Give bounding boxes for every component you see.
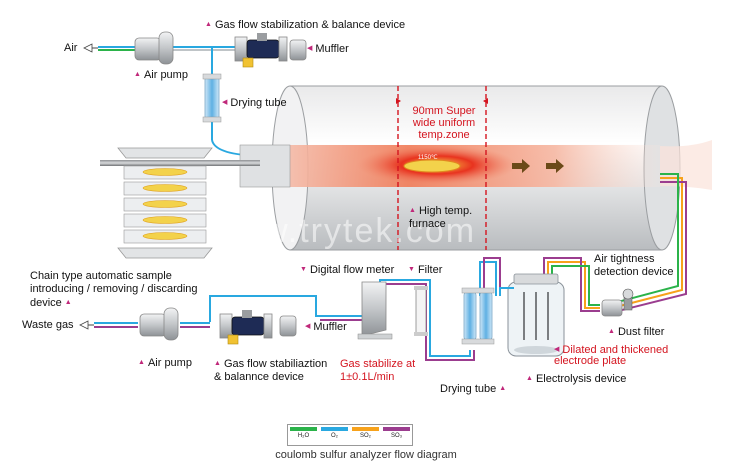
filter [414, 286, 428, 336]
legend-item-so2: SO₂ [350, 425, 381, 445]
marker-icon: ▲ [64, 299, 72, 306]
air-tightness-label: Air tightness detection device [594, 253, 674, 278]
high-temp-furnace-label: ▲High temp. furnace [409, 205, 473, 230]
diagram-caption: coulomb sulfur analyzer flow diagram [275, 449, 457, 461]
muffler-bottom [279, 315, 297, 337]
marker-icon: ◀ [305, 323, 311, 330]
muffler-top [289, 39, 307, 61]
sample-rack [117, 147, 213, 259]
marker-icon: ▲ [214, 360, 221, 367]
marker-icon: ▲ [205, 21, 212, 28]
digital-flow-meter-label: ▼Digital flow meter [300, 264, 395, 276]
marker-icon: ▲ [138, 359, 145, 366]
dilated-electrode-label: ◀Dilated and thickened electrode plate [554, 344, 669, 367]
legend-swatch [321, 427, 348, 431]
marker-icon: ◀ [554, 346, 560, 353]
combustion-tube [239, 140, 712, 190]
gas-flow-top-label: ▲Gas flow stabilization & balance device [205, 19, 406, 31]
legend-label: H₂O [297, 433, 310, 439]
legend-item-so3: SO₃ [381, 425, 412, 445]
gas-flow-arrow-icon [512, 159, 564, 173]
legend-label: O₂ [331, 433, 338, 439]
drying-tube-bottom-label: Drying tube▲ [440, 383, 507, 395]
muffler-top-label: ◀Muffler [307, 43, 349, 55]
gas-flow-bottom-label: ▲Gas flow stabiliaztion & balannce devic… [214, 358, 328, 383]
drying-tube-bottom [461, 287, 495, 345]
gas-stabilize-label: Gas stabilize at 1±0.1L/min [340, 358, 416, 383]
outlet-pipeline [543, 173, 687, 313]
marker-icon: ▲ [608, 328, 615, 335]
electrolysis-cell [507, 273, 565, 357]
marker-icon: ◀ [222, 99, 228, 106]
legend-label: SO₂ [360, 433, 371, 439]
legend-item-h2o: H₂O [288, 425, 319, 445]
digital-flow-meter [357, 281, 393, 340]
legend-item-o2: O₂ [319, 425, 350, 445]
air-pump-top [134, 31, 174, 65]
legend-swatch [383, 427, 410, 431]
legend-label: SO₃ [390, 433, 403, 439]
air-pump-bottom-label: ▲Air pump [138, 357, 192, 369]
temperature-readout: 1150℃ [418, 155, 438, 161]
air-pump-top-label: ▲Air pump [134, 69, 188, 81]
legend-swatch [352, 427, 379, 431]
marker-icon: ▲ [526, 375, 533, 382]
electrolysis-label: ▲Electrolysis device [526, 373, 627, 385]
drying-tube-top [202, 73, 222, 123]
gas-flow-device-bottom [219, 310, 273, 345]
muffler-bottom-label: ◀Muffler [305, 321, 347, 333]
dust-filter [601, 299, 623, 317]
uniform-temp-zone-label: 90mm Super wide uniform temp.zone [412, 105, 476, 141]
gas-flow-device-top [234, 33, 288, 68]
legend: H₂O O₂ SO₂ SO₃ [287, 424, 413, 446]
marker-icon: ▲ [134, 71, 141, 78]
marker-icon: ▼ [408, 266, 415, 273]
push-rod [100, 160, 260, 166]
marker-icon: ◀ [307, 45, 313, 52]
dust-filter-label: ▲Dust filter [608, 326, 665, 338]
uniform-temp-zone-markers [396, 86, 488, 250]
sample-boat [403, 159, 461, 173]
marker-icon: ▲ [409, 207, 416, 214]
waste-gas-label: Waste gas [22, 319, 74, 331]
filter-label: ▼Filter [408, 264, 443, 276]
air-pump-bottom [139, 307, 179, 341]
drying-tube-top-label: ◀Drying tube [222, 97, 287, 109]
air-label: Air [64, 42, 78, 54]
marker-icon: ▲ [499, 385, 507, 392]
marker-icon: ▼ [300, 266, 307, 273]
air-inlet-arrow-icon [83, 43, 98, 53]
waste-gas-arrow-icon [79, 320, 94, 330]
legend-swatch [290, 427, 317, 431]
watermark: www.trytek.com [210, 212, 477, 250]
air-tightness-valve-icon [622, 288, 634, 311]
chain-type-label: Chain type automatic sample introducing … [30, 270, 198, 309]
